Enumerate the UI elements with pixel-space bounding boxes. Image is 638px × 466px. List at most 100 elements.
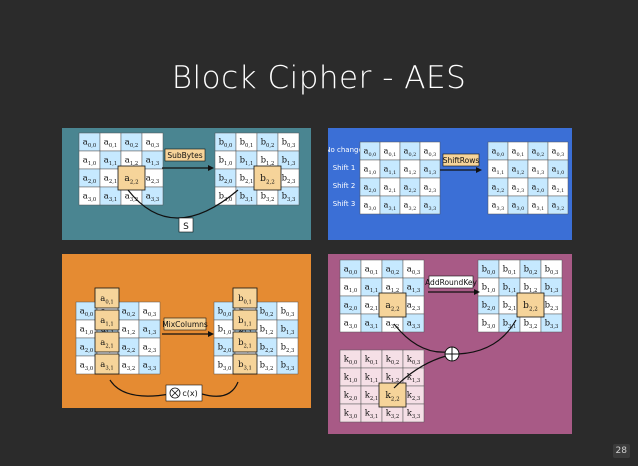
column-cell: [94, 287, 120, 309]
grid-cell-text: a1,0: [364, 165, 377, 176]
grid-cell-text: a1,2: [386, 283, 399, 295]
grid-cell-text: a2,0: [80, 343, 93, 355]
highlighted-cell-text: a2,2: [385, 301, 399, 313]
grid-cell-text: a3,3: [424, 201, 437, 212]
mixcolumns-op-box: [165, 384, 203, 402]
grid-cell-text: k1,2: [386, 373, 400, 385]
grid-cell-text: b2,0: [219, 174, 233, 186]
grid-cell-text: a1,2: [512, 165, 525, 176]
grid-cell-text: b0,1: [240, 138, 254, 150]
grid-cell-text: a0,3: [424, 147, 437, 158]
column-cell-text: a3,1: [100, 360, 113, 372]
grid-cell-text: b1,2: [260, 325, 274, 337]
grid-cell-text: a3,1: [532, 201, 545, 212]
shiftrows-row-label: No change: [328, 146, 363, 154]
grid-cell-text: b2,3: [545, 301, 559, 313]
grid-cell-text: a3,3: [492, 201, 505, 212]
addroundkey-path-state: [393, 323, 447, 353]
mixcolumns-output-column: b0,1b1,1b2,1b3,1: [232, 287, 258, 375]
grid-cell-text: a2,2: [404, 183, 417, 194]
grid-cell-text: a3,2: [125, 192, 138, 204]
grid-cell-text: a3,0: [344, 319, 357, 331]
grid-cell-text: a0,3: [146, 138, 159, 150]
grid-cell-text: a2,0: [532, 183, 545, 194]
column-cell: [232, 309, 258, 331]
column-cell-text: b1,1: [238, 316, 252, 328]
mixcolumns-panel: a0,0a0,1a0,2a0,3a1,0a1,1a1,2a1,3a2,0a2,1…: [62, 254, 311, 408]
grid-cell-text: a2,1: [365, 301, 378, 313]
grid-cell-text: a1,3: [532, 165, 545, 176]
grid-cell-text: a3,0: [512, 201, 525, 212]
grid-cell-text: b2,3: [281, 343, 295, 355]
grid-cell-text: a2,1: [552, 183, 565, 194]
grid-cell-text: k1,1: [365, 373, 379, 385]
grid-cell-text: a2,1: [104, 174, 117, 186]
grid-cell-text: a3,1: [384, 201, 397, 212]
grid-cell-text: a1,3: [143, 325, 156, 337]
grid-cell-text: a0,0: [364, 147, 377, 158]
grid-cell-text: a3,0: [83, 192, 96, 204]
grid-cell-text: k1,3: [407, 373, 421, 385]
grid-cell-text: b3,0: [219, 192, 233, 204]
page-number: 28: [612, 444, 630, 458]
highlighted-cell-text: k2,2: [385, 391, 399, 403]
mixcolumns-arrow-head: [208, 331, 214, 337]
grid-cell-text: b3,2: [261, 192, 275, 204]
highlighted-cell-text: b2,2: [523, 301, 538, 313]
grid-cell-text: b1,2: [261, 156, 275, 168]
addroundkey-arrow-head: [474, 289, 480, 295]
grid-cell: [277, 186, 300, 206]
column-cell: [232, 287, 258, 309]
grid-cell-text: b0,2: [524, 265, 538, 277]
highlighted-cell: [378, 292, 407, 318]
grid-cell-text: b2,1: [240, 174, 254, 186]
grid-cell-text: a0,2: [386, 265, 399, 277]
grid-cell-text: b1,1: [503, 283, 517, 295]
grid-cell-text: b0,2: [261, 138, 275, 150]
grid-cell-text: a1,0: [80, 325, 93, 337]
grid-cell-text: a1,2: [122, 325, 135, 337]
grid-cell-text: a2,2: [122, 343, 135, 355]
grid-cell-text: a1,3: [407, 283, 420, 295]
column-cell: [232, 331, 258, 353]
highlighted-cell: [253, 165, 282, 191]
grid-cell: [419, 195, 441, 215]
grid-cell-text: a1,3: [424, 165, 437, 176]
grid-cell-text: a0,2: [125, 138, 138, 150]
grid-cell-text: b3,3: [282, 192, 296, 204]
highlighted-cell-text: a2,2: [124, 174, 138, 186]
column-cell-text: a0,1: [100, 294, 113, 306]
grid-cell-text: a3,2: [552, 201, 565, 212]
addroundkey-step-box: [428, 275, 474, 289]
grid-cell-text: a3,3: [143, 361, 156, 373]
grid-cell-text: b3,2: [260, 361, 274, 373]
grid-cell-text: a3,3: [146, 192, 159, 204]
sbox-path: [127, 189, 239, 219]
grid-cell-text: a1,1: [104, 156, 117, 168]
grid-cell-text: k3,3: [407, 409, 421, 421]
grid-cell-text: a0,2: [404, 147, 417, 158]
grid-cell-text: a0,3: [407, 265, 420, 277]
grid-cell-text: a0,2: [122, 307, 135, 319]
grid-cell-text: b1,1: [240, 156, 254, 168]
grid-cell-text: b1,2: [524, 283, 538, 295]
grid-cell-text: b3,0: [218, 361, 232, 373]
grid-cell-text: a3,0: [364, 201, 377, 212]
mixcolumns-path-left: [109, 379, 171, 397]
grid-cell-text: k3,1: [365, 409, 379, 421]
grid-cell-text: b2,0: [218, 343, 232, 355]
grid-cell-text: a3,1: [365, 319, 378, 331]
column-cell-text: b0,1: [238, 294, 252, 306]
grid-cell-text: a0,1: [104, 138, 117, 150]
grid-cell-text: a1,1: [384, 165, 397, 176]
grid-cell-text: b3,2: [524, 319, 538, 331]
column-cell-text: a1,1: [100, 316, 113, 328]
grid-cell-text: b0,0: [218, 307, 232, 319]
mixcolumns-step-label: MixColumns: [162, 320, 208, 329]
grid-cell-text: b2,3: [282, 174, 296, 186]
